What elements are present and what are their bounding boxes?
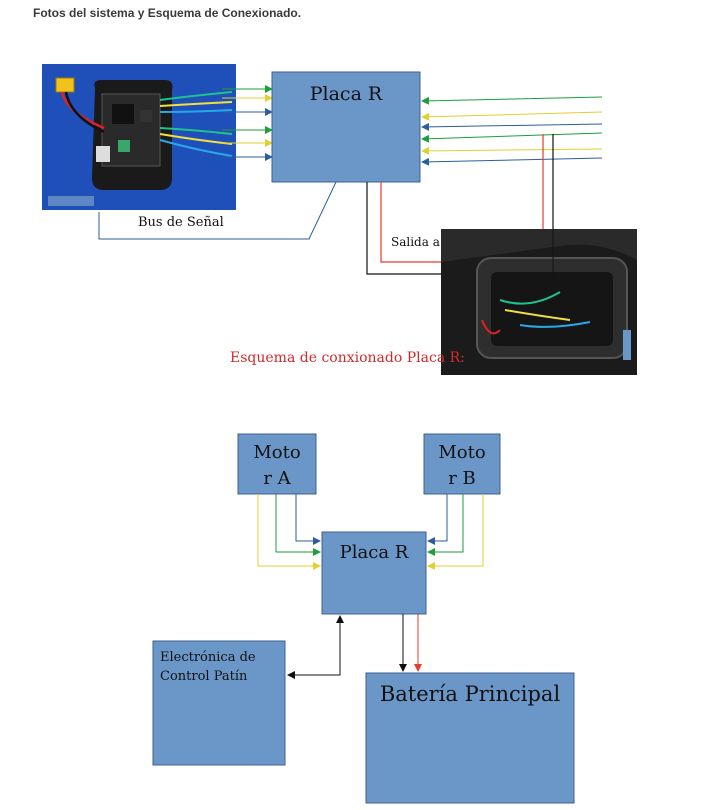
signal-bus-label: Bus de Señal [138, 215, 224, 230]
top-board-label: Placa R [310, 83, 383, 105]
electronics-label-line2: Control Patín [160, 669, 248, 684]
motor-b-label-line2: r B [448, 468, 476, 489]
diagram-caption: Esquema de conxionado Placa R: [230, 350, 465, 366]
signal-bus-wire [98, 181, 337, 240]
motor-b-box [423, 433, 501, 495]
right-input-wires [421, 96, 603, 166]
bottom-board-box [321, 531, 427, 615]
electronics-box [152, 640, 286, 766]
motor-a-wires [257, 494, 321, 570]
page-heading: Fotos del sistema y Esquema de Conexiona… [33, 6, 302, 20]
photo-to-board-wires [222, 85, 273, 161]
motor-a-box [237, 433, 317, 495]
skate-compartment-photo [441, 229, 637, 375]
electronics-board-link [287, 615, 344, 679]
top-board-box [271, 71, 421, 183]
bottom-board-label: Placa R [340, 542, 409, 563]
controller-board-photo [42, 64, 236, 210]
motor-b-label-line1: Moto [438, 442, 485, 463]
electronics-label-line1: Electrónica de [160, 650, 256, 665]
motor-a-label-line1: Moto [253, 442, 300, 463]
motor-a-label-line2: r A [263, 468, 291, 489]
battery-label: Batería Principal [380, 682, 561, 706]
battery-box [365, 672, 575, 804]
motor-b-wires [427, 494, 484, 570]
